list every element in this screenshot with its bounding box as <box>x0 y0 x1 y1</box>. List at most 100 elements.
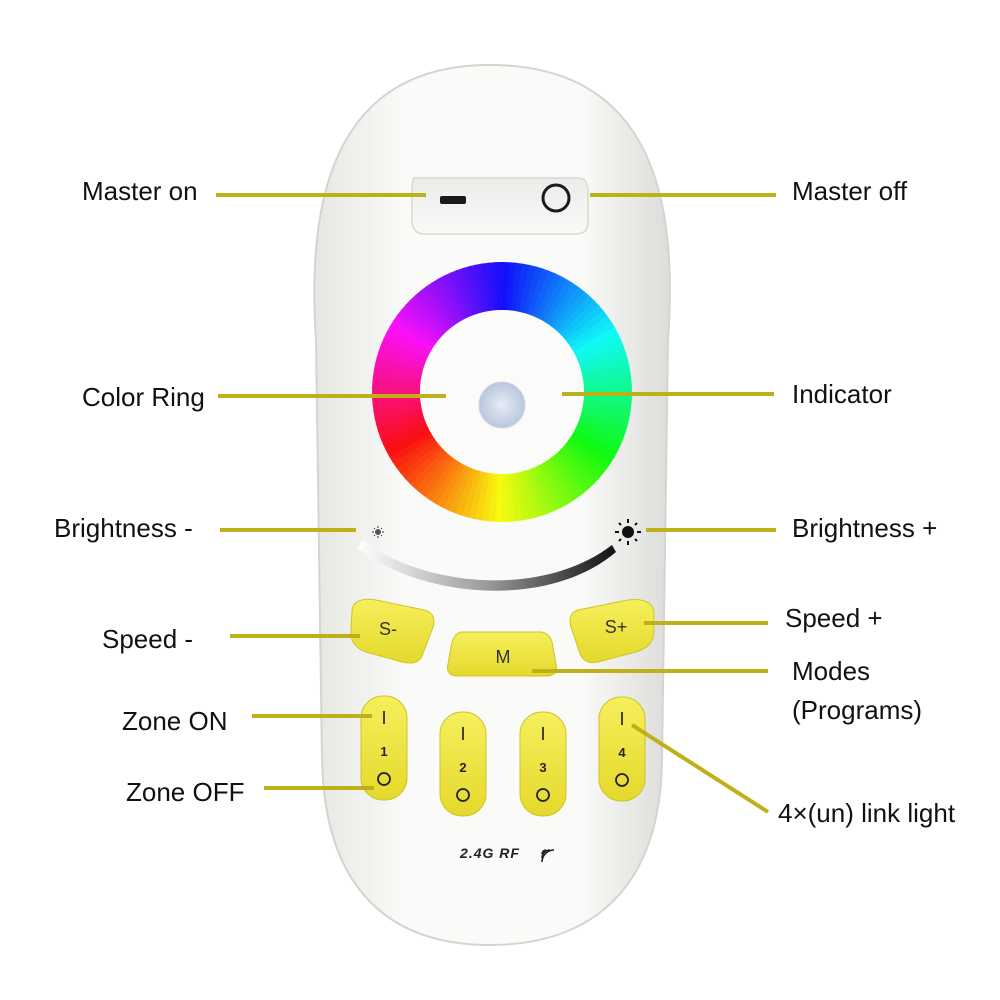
label-zone-on: Zone ON <box>122 706 228 736</box>
color-ring-segment <box>500 473 509 522</box>
color-ring-segment <box>574 425 621 453</box>
label-modes: Modes <box>792 656 871 686</box>
color-ring-segment <box>430 460 461 505</box>
color-ring-segment <box>420 286 455 329</box>
color-ring-segment <box>377 416 426 439</box>
color-ring-segment <box>550 286 585 329</box>
zone-button-3: I3 <box>519 711 567 817</box>
color-ring-segment <box>382 424 429 452</box>
color-ring-segment <box>539 276 569 322</box>
color-ring-segment <box>570 321 616 352</box>
label-brightness-minus: Brightness - <box>54 513 193 543</box>
color-ring-segment <box>374 408 423 426</box>
color-ring-segment <box>527 268 550 316</box>
color-ring-segment <box>467 470 485 520</box>
mode-button <box>447 631 557 677</box>
color-ring-segment <box>582 404 631 421</box>
label-speed-minus: Speed - <box>102 624 194 654</box>
color-ring-segment <box>385 428 431 457</box>
color-ring-segment <box>468 264 486 313</box>
color-ring-segment <box>535 273 563 320</box>
color-ring-segment <box>510 262 524 312</box>
color-ring-segment <box>493 473 502 522</box>
color-ring-segment <box>538 463 567 509</box>
color-ring-segment <box>431 278 462 324</box>
label-brightness-plus: Brightness + <box>792 513 938 543</box>
zone-button-1: I1 <box>360 695 408 801</box>
color-ring-segment <box>552 452 589 494</box>
rf-signal-icon <box>541 849 555 863</box>
color-ring-segment <box>372 399 422 413</box>
color-ring-segment <box>546 282 580 327</box>
zone-button-body <box>598 696 646 802</box>
color-ring-segment <box>559 300 600 338</box>
color-ring-segment <box>437 275 466 321</box>
color-ring-segment <box>388 432 434 463</box>
color-ring-segment <box>480 472 494 522</box>
brightness-plus-icon <box>615 519 641 545</box>
zone-on-label: I <box>460 724 465 744</box>
color-ring-segment <box>380 337 428 363</box>
color-ring-segment <box>531 270 557 318</box>
color-ring-segment <box>425 282 459 326</box>
color-ring-segment <box>526 468 549 517</box>
color-ring-segment <box>556 449 594 490</box>
color-ring-segment <box>481 262 495 312</box>
color-ring-segment <box>454 468 477 516</box>
color-ring-segment <box>570 433 615 464</box>
color-ring-segment <box>565 310 608 345</box>
color-ring-segment <box>414 452 451 494</box>
rf-label: 2.4G RF <box>459 845 520 861</box>
color-ring-segment <box>447 466 473 514</box>
color-ring-segment <box>579 351 628 372</box>
brightness-minus-icon <box>372 526 384 538</box>
color-ring-segment <box>487 473 498 522</box>
color-ring-segment <box>374 357 424 375</box>
color-ring-segment <box>410 294 448 335</box>
color-ring-segment <box>441 464 469 511</box>
color-ring-segment <box>372 377 421 388</box>
color-ring-segment <box>396 309 439 344</box>
color-ring-segment <box>578 417 626 440</box>
color-ring-segment <box>572 429 618 459</box>
color-ring-segment <box>396 439 439 474</box>
color-ring-segment <box>556 295 595 335</box>
mode-label: M <box>496 647 511 667</box>
color-ring-segment <box>576 339 624 364</box>
color-ring <box>372 262 632 522</box>
color-ring-segment <box>373 363 422 380</box>
brightness-slider <box>358 540 616 591</box>
color-ring-segment <box>514 263 531 312</box>
color-ring-segment <box>542 460 573 506</box>
color-ring-segment <box>581 358 630 376</box>
zone-number: 2 <box>459 760 466 775</box>
speed-plus-label: S+ <box>605 617 628 637</box>
zone-on-label: I <box>381 708 386 728</box>
color-ring-segment <box>534 465 562 512</box>
color-ring-segment <box>392 314 437 348</box>
leader-link-light <box>630 723 770 814</box>
color-ring-segment <box>404 446 445 484</box>
color-ring-segment <box>386 325 432 355</box>
label-color-ring: Color Ring <box>82 382 205 412</box>
color-ring-segment <box>473 472 490 521</box>
zone-on-label: I <box>619 709 624 729</box>
color-ring-segment <box>506 262 517 311</box>
color-ring-segment <box>567 436 612 470</box>
zone-button-body <box>519 711 567 817</box>
color-ring-segment <box>419 455 454 498</box>
color-ring-segment <box>372 383 421 392</box>
label-link-light: 4×(un) link light <box>778 798 956 828</box>
zone-off-icon <box>377 772 391 786</box>
zone-off-icon <box>536 788 550 802</box>
color-ring-segment <box>545 458 579 502</box>
color-ring-segment <box>435 462 465 508</box>
zone-button-4: I4 <box>598 696 646 802</box>
color-ring-segment <box>442 272 470 319</box>
label-master-on: Master on <box>82 176 198 206</box>
color-ring-segment <box>530 466 555 514</box>
color-ring-segment <box>376 350 425 371</box>
color-ring-segment <box>523 266 544 315</box>
color-ring-segment <box>513 472 530 521</box>
